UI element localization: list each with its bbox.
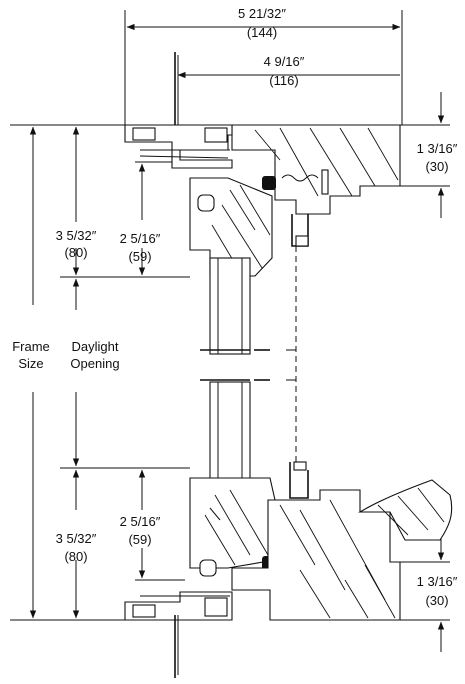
top-thickness-imperial: 1 3/16″	[417, 141, 458, 156]
top-inner-height-imperial: 2 5/16″	[120, 231, 161, 246]
inner-width-metric: (116)	[269, 73, 298, 88]
daylight-opening-label-line2: Opening	[70, 356, 119, 371]
overall-width-metric: (144)	[247, 25, 277, 40]
top-inner-height-metric: (59)	[128, 249, 151, 264]
bottom-outer-height-metric: (80)	[64, 549, 87, 564]
top-thickness-metric: (30)	[425, 159, 448, 174]
frame-size-label-line1: Frame	[12, 339, 50, 354]
daylight-opening-label-line1: Daylight	[72, 339, 119, 354]
inner-width-imperial: 4 9/16″	[264, 54, 305, 69]
dimension-labels: 5 21/32″ (144) 4 9/16″ (116) 1 3/16″ (30…	[12, 6, 458, 608]
bottom-inner-height-metric: (59)	[128, 532, 151, 547]
top-outer-height-imperial: 3 5/32″	[56, 228, 97, 243]
bottom-outer-height-imperial: 3 5/32″	[56, 531, 97, 546]
frame-size-label-line2: Size	[18, 356, 43, 371]
bottom-inner-height-imperial: 2 5/16″	[120, 514, 161, 529]
bottom-thickness-metric: (30)	[425, 593, 448, 608]
dimension-lines	[10, 10, 450, 652]
overall-width-imperial: 5 21/32″	[238, 6, 286, 21]
window-profile	[124, 52, 453, 678]
bottom-thickness-imperial: 1 3/16″	[417, 574, 458, 589]
top-outer-height-metric: (80)	[64, 245, 87, 260]
